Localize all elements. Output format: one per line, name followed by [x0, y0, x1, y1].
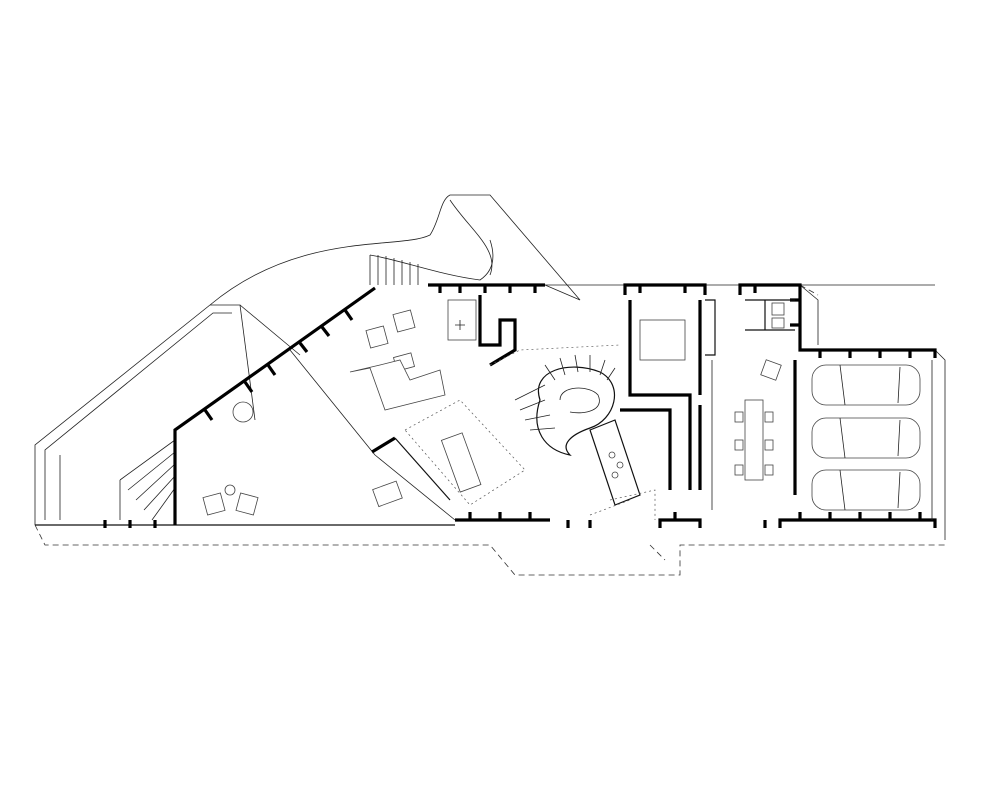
kitchen-counter: [589, 419, 656, 520]
bathroom-fixtures: [447, 299, 785, 381]
living-room-furniture: [202, 309, 446, 516]
exterior-steps: [119, 239, 494, 521]
exterior-walls: [35, 283, 937, 528]
spiral-staircase: [489, 344, 621, 456]
roof-outline-dashed: [34, 284, 945, 576]
garage-cars: [811, 360, 933, 520]
office-table: [711, 360, 774, 510]
dining-table: [372, 399, 526, 508]
interior-walls: [289, 295, 797, 521]
site-outline: [34, 194, 946, 540]
